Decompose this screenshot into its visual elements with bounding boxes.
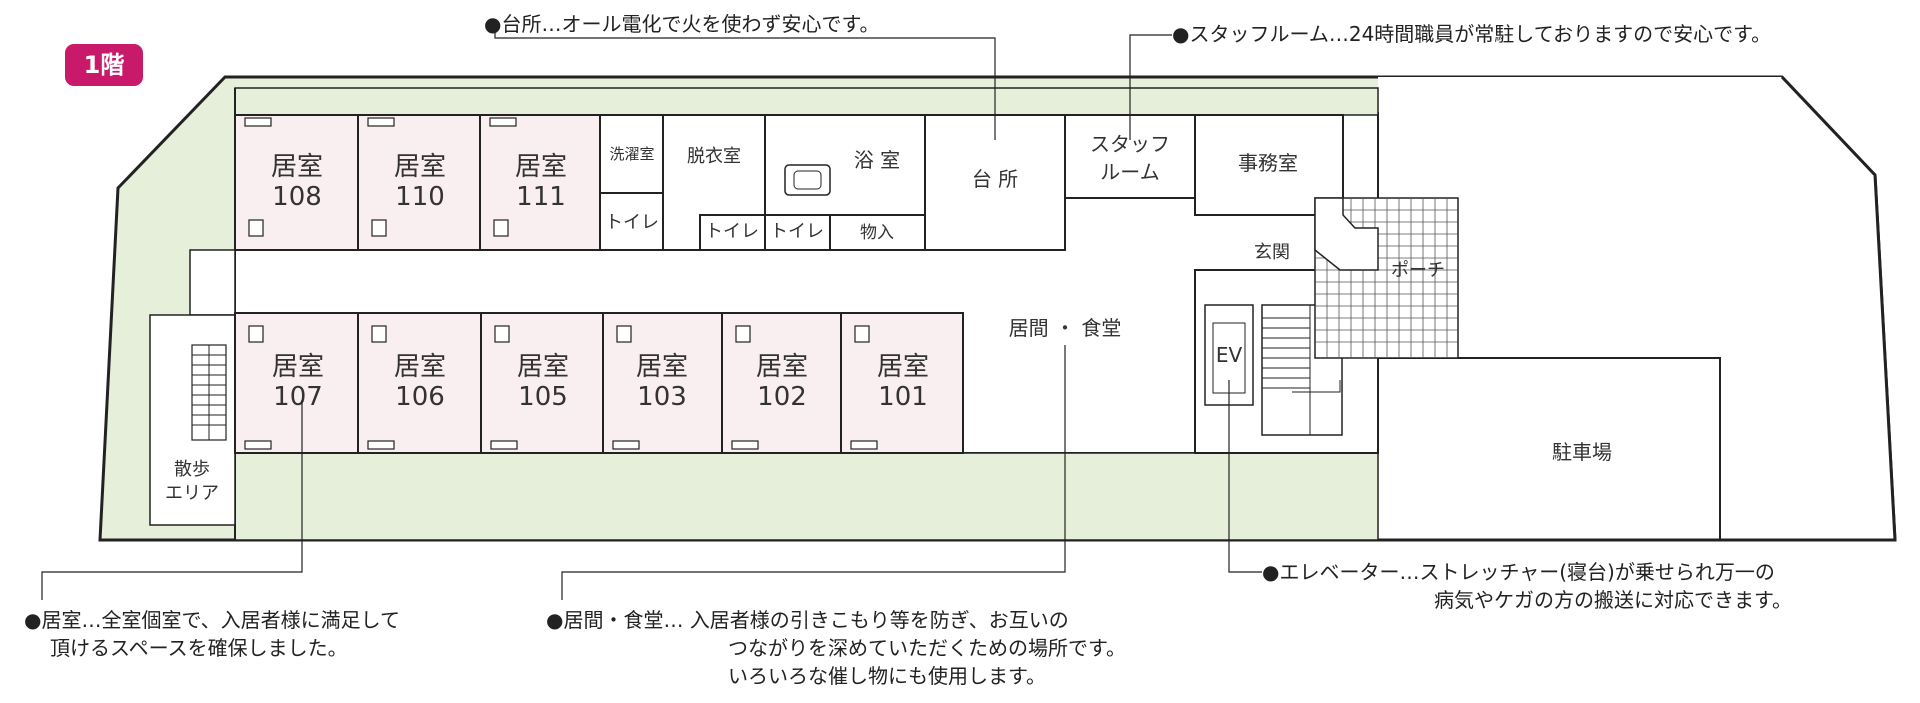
staff-leader — [1129, 34, 1172, 140]
porch-label: ポーチ — [1391, 260, 1445, 281]
kitchen-leader — [494, 28, 996, 140]
floor-badge: 1階 — [65, 44, 143, 86]
top-room-row — [234, 114, 601, 251]
living-callout-line3: いろいろな催し物にも使用します。 — [728, 664, 1046, 688]
toilet-a-label: トイレ — [605, 212, 659, 233]
living-dining-label: 居間 ・ 食堂 — [1009, 316, 1122, 340]
kitchen-label: 台 所 — [972, 167, 1018, 191]
entrance-label: 玄関 — [1254, 242, 1290, 263]
living-callout-line1: ●居間・食堂… 入居者様の引きこもり等を防ぎ、お互いの — [546, 608, 1069, 632]
bottom-room-row — [234, 312, 964, 454]
walk-area-label: 散歩エリア — [165, 459, 219, 504]
bath-label: 浴 室 — [854, 148, 900, 172]
staff-callout: ●スタッフルーム…24時間職員が常駐しておりますので安心です。 — [1172, 22, 1772, 46]
dressing-label: 脱衣室 — [687, 146, 741, 167]
storage-label: 物入 — [860, 223, 894, 243]
room-callout: ●居室…全室個室で、入居者様に満足して 頂けるスペースを確保しました。 — [24, 606, 400, 662]
parking-area — [1378, 77, 1895, 540]
toilet-c-label: トイレ — [770, 221, 824, 242]
living-callout: ●居間・食堂… 入居者様の引きこもり等を防ぎ、お互いの つながりを深めていただく… — [546, 606, 1126, 690]
office-label: 事務室 — [1238, 151, 1298, 175]
ev-callout: ●エレベーター…ストレッチャー(寝台)が乗せられ万一の 病気やケガの方の搬送に対… — [1262, 558, 1792, 614]
room-leader — [41, 400, 303, 600]
parking-label: 駐車場 — [1552, 440, 1612, 464]
laundry-label: 洗濯室 — [609, 145, 654, 163]
living-leader — [561, 345, 1066, 600]
room-callout-line2: 頂けるスペースを確保しました。 — [50, 636, 348, 660]
ev-leader — [1228, 380, 1262, 573]
toilet-b-label: トイレ — [705, 221, 759, 242]
room-callout-line1: ●居室…全室個室で、入居者様に満足して — [24, 608, 401, 632]
living-callout-line2: つながりを深めていただくための場所です。 — [728, 636, 1126, 660]
kitchen-callout: ●台所…オール電化で火を使わず安心です。 — [484, 12, 880, 36]
ev-callout-line1: ●エレベーター…ストレッチャー(寝台)が乗せられ万一の — [1262, 560, 1775, 584]
ev-callout-line2: 病気やケガの方の搬送に対応できます。 — [1434, 588, 1792, 612]
staff-room-label: スタッフルーム — [1090, 132, 1170, 184]
elevator-label: EV — [1216, 343, 1243, 367]
